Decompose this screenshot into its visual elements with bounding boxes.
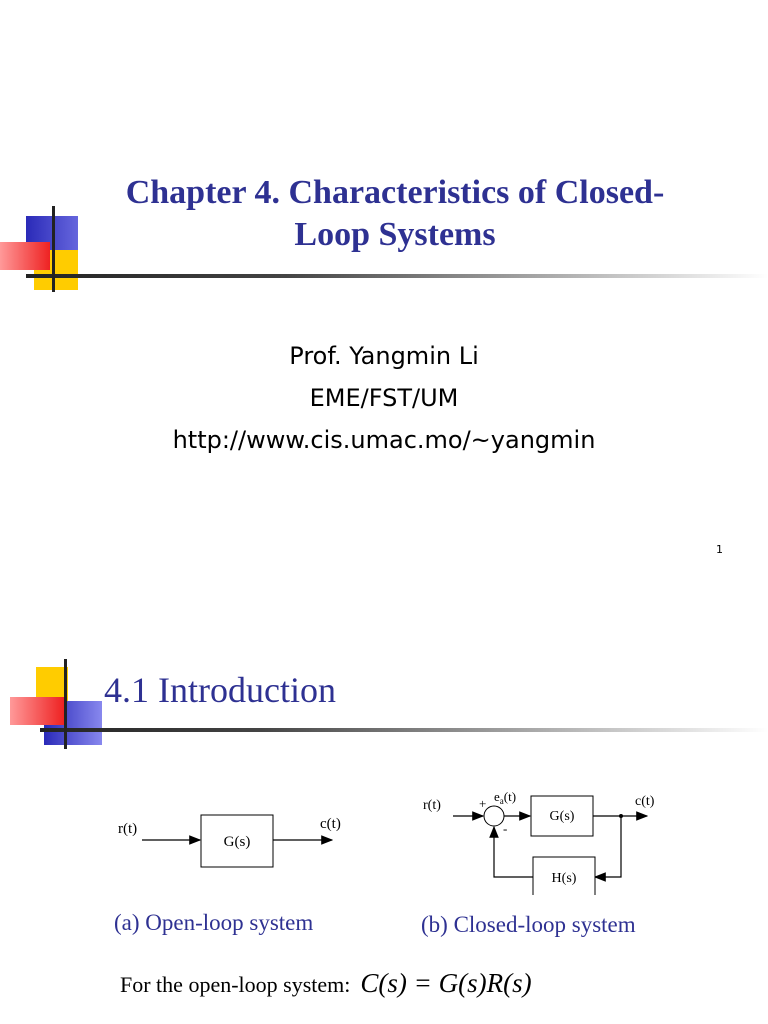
red-bar [0,242,50,270]
open-loop-caption: (a) Open-loop system [114,910,314,935]
author-name: Prof. Yangmin Li [289,342,479,370]
feedback-path-left [489,825,533,878]
closed-loop-input-label: r(t) [423,798,441,813]
closed-loop-output-label: c(t) [635,794,655,809]
slide1-title: Chapter 4. Characteristics of Closed- Lo… [60,172,730,256]
plus-sign: + [479,796,486,811]
slide1-decoration [0,206,768,292]
equation-label: For the open-loop system: [120,972,351,997]
open-loop-input-label: r(t) [118,821,137,837]
vertical-rule [52,206,55,292]
page-number: 1 [716,543,723,556]
minus-sign: - [503,821,507,836]
horizontal-rule [40,728,768,732]
slide1-title-line2: Loop Systems [294,216,496,253]
summing-junction [483,805,505,827]
g-block [200,814,274,868]
open-loop-output-label: c(t) [320,816,341,832]
author-block: Prof. Yangmin Li EME/FST/UM http://www.c… [0,335,768,461]
feedback-block-label: H(s) [552,871,577,886]
open-loop-diagram: r(t) G(s) c(t) [118,814,341,868]
open-loop-equation: C(s) = G(s)R(s) [360,968,532,998]
slide2-decoration [10,659,768,749]
equation-line: For the open-loop system: C(s) = G(s)R(s) [120,968,532,999]
department: EME/FST/UM [309,384,459,412]
author-url: http://www.cis.umac.mo/~yangmin [172,426,596,454]
forward-block-label: G(s) [550,809,575,824]
closed-loop-diagram: r(t) + - ea(t) G(s) c(t) H(s) [423,789,655,895]
open-loop-block-label: G(s) [224,834,251,850]
error-signal-label: ea(t) [494,789,516,806]
closed-loop-caption: (b) Closed-loop system [421,912,636,937]
g-block [530,795,594,837]
vertical-rule [64,659,67,749]
slide1-title-line1: Chapter 4. Characteristics of Closed- [125,174,665,211]
slide2-title: 4.1 Introduction [104,670,336,710]
horizontal-rule [26,274,768,278]
feedback-path-right [593,816,622,882]
red-bar [10,697,64,725]
